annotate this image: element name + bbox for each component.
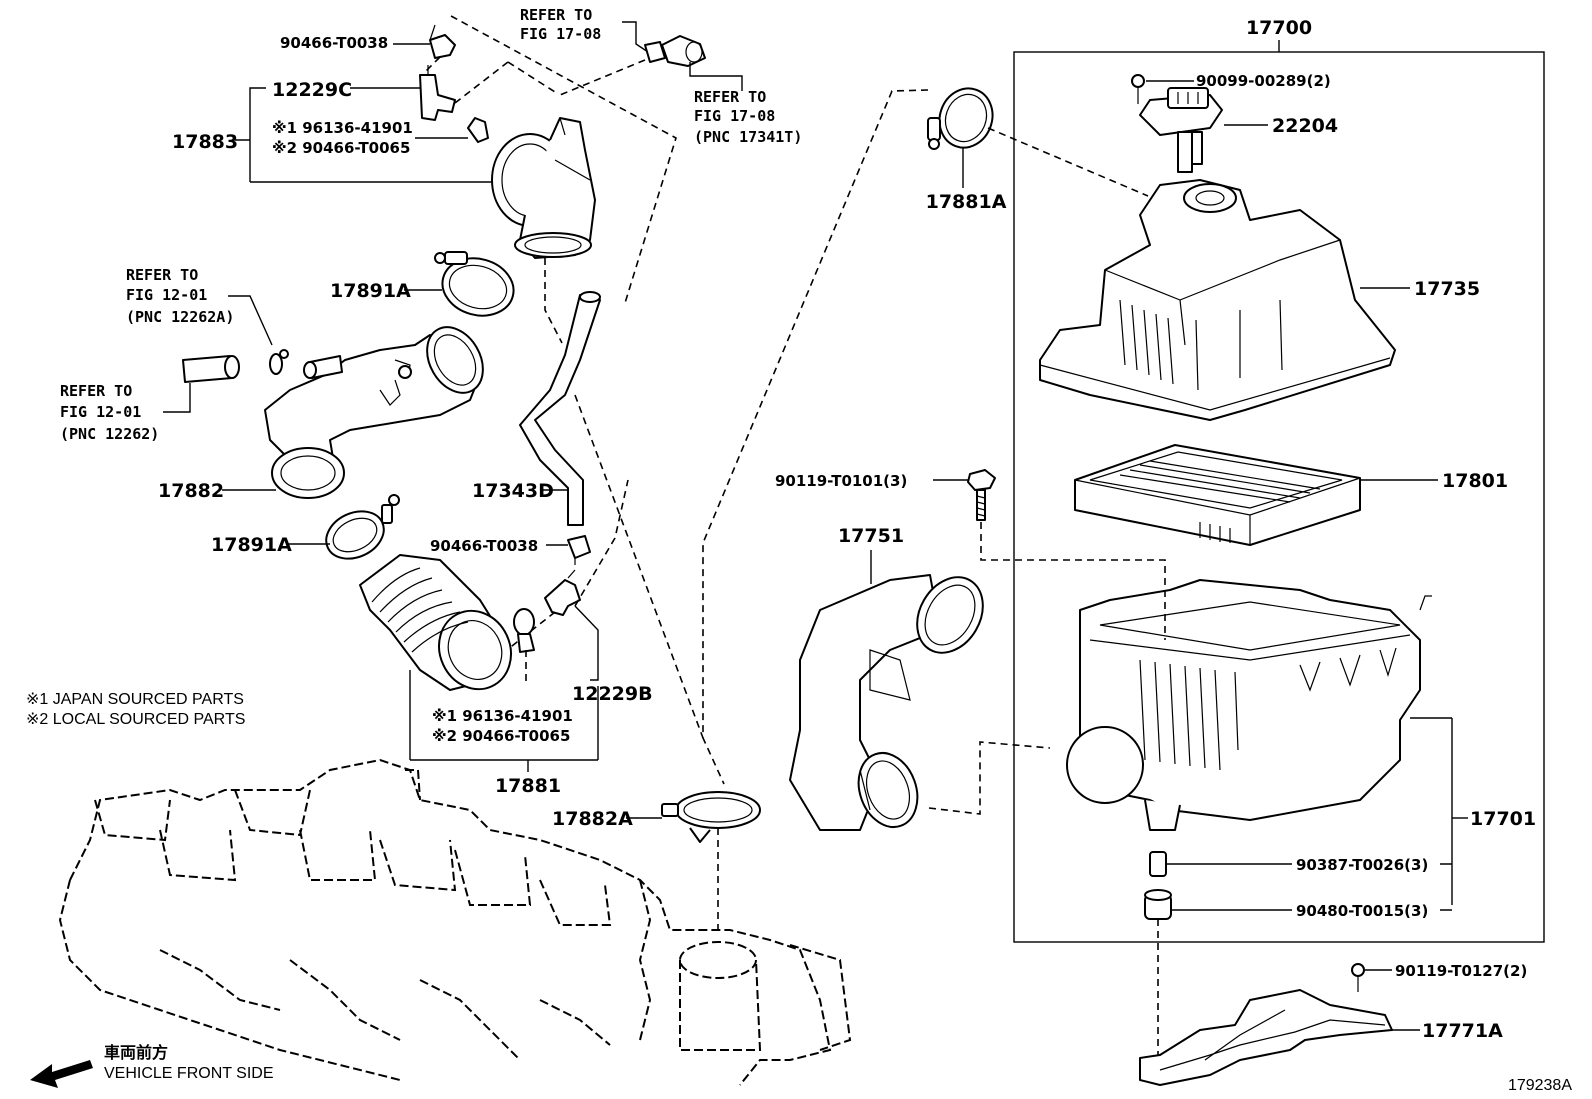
fitting-12229B-icon xyxy=(544,569,581,616)
air-cleaner-case-icon xyxy=(1066,579,1432,831)
label-90466-T0038-mid: 90466-T0038 xyxy=(430,537,538,555)
label-17751: 17751 xyxy=(838,525,904,547)
hose-clamp-17882A-icon xyxy=(661,791,761,843)
label-12229C: 12229C xyxy=(272,79,352,101)
intake-hose-17881-icon xyxy=(359,554,512,691)
label-17882A: 17882A xyxy=(552,808,633,830)
note-japan-sourced: ※1 JAPAN SOURCED PARTS xyxy=(26,691,244,708)
air-intake-connector-17883-icon xyxy=(491,117,596,259)
air-filter-element-icon xyxy=(1074,444,1361,546)
hose-clamp-17881A-icon xyxy=(927,87,994,150)
intake-air-duct-17751-icon xyxy=(789,574,984,831)
label-17891A-top: 17891A xyxy=(330,280,411,302)
clip-90466-T0038-top-icon xyxy=(429,24,456,59)
ref-left-lower-line1: REFER TO xyxy=(60,382,132,400)
ref-left-lower-line2: FIG 12-01 xyxy=(60,403,141,421)
label-90480-T0015: 90480-T0015(3) xyxy=(1296,902,1428,920)
grommet-90480-icon xyxy=(1144,889,1172,920)
label-17882: 17882 xyxy=(158,480,224,502)
note-local-sourced: ※2 LOCAL SOURCED PARTS xyxy=(26,711,245,728)
ventilation-hose-17343D-icon xyxy=(519,291,601,526)
figure-id: 179238A xyxy=(1508,1077,1572,1094)
direction-jp: 車両前方 xyxy=(104,1043,168,1062)
ref-left-upper-line1: REFER TO xyxy=(126,266,198,284)
label-17881A: 17881A xyxy=(926,191,1007,213)
label-90119-T0101: 90119-T0101(3) xyxy=(775,472,907,490)
pipe-12262-end-icon xyxy=(182,355,240,383)
ref-top-right-line3: (PNC 17341T) xyxy=(694,128,802,146)
ref-left-upper-line2: FIG 12-01 xyxy=(126,286,207,304)
hose-17341T-end-icon xyxy=(661,35,706,67)
direction-en: VEHICLE FRONT SIDE xyxy=(104,1065,274,1082)
clip-17881-icon xyxy=(513,608,535,653)
label-90387-T0026: 90387-T0026(3) xyxy=(1296,856,1428,874)
label-17700: 17700 xyxy=(1246,17,1312,39)
ref-left-lower-line3: (PNC 12262) xyxy=(60,425,159,443)
label-22204: 22204 xyxy=(1272,115,1338,137)
engine-block-outline xyxy=(58,758,852,1086)
hose-clamp-17891A-top-icon xyxy=(434,251,515,317)
label-12229B: 12229B xyxy=(572,683,653,705)
bolt-90099-icon xyxy=(1131,74,1145,104)
hose-clamp-17891A-bottom-icon xyxy=(325,494,400,560)
label-96136-41901-bottom: ※1 96136-41901 xyxy=(432,707,573,725)
label-17735: 17735 xyxy=(1414,278,1480,300)
label-90466-T0065-top: ※2 90466-T0065 xyxy=(272,139,410,157)
label-90466-T0065-bottom: ※2 90466-T0065 xyxy=(432,727,570,745)
label-17801: 17801 xyxy=(1442,470,1508,492)
label-17891A-bottom: 17891A xyxy=(211,534,292,556)
clip-top-center-icon xyxy=(644,41,666,63)
bolt-90119-T0127-icon xyxy=(1351,963,1365,992)
clip-17883-icon xyxy=(467,117,489,143)
bracket-17771A-icon xyxy=(1139,989,1393,1086)
ref-top-center-line2: FIG 17-08 xyxy=(520,25,601,43)
intake-hose-17882-icon xyxy=(264,326,484,499)
collar-90387-icon xyxy=(1149,851,1167,877)
ref-top-center-line1: REFER TO xyxy=(520,6,592,24)
ref-top-right-line1: REFER TO xyxy=(694,88,766,106)
clip-left-upper-icon xyxy=(269,349,289,375)
clip-90466-T0038-mid-icon xyxy=(567,535,591,565)
label-17343D: 17343D xyxy=(472,480,554,502)
label-90466-T0038-top: 90466-T0038 xyxy=(280,34,388,52)
label-17883: 17883 xyxy=(172,131,238,153)
label-96136-41901-top: ※1 96136-41901 xyxy=(272,119,413,137)
fitting-12229C-icon xyxy=(419,65,456,121)
label-90119-T0127: 90119-T0127(2) xyxy=(1395,962,1527,980)
air-flow-meter-icon xyxy=(1139,87,1223,173)
label-17701: 17701 xyxy=(1470,808,1536,830)
ref-left-upper-line3: (PNC 12262A) xyxy=(126,308,234,326)
air-cleaner-cap-icon xyxy=(1039,179,1396,421)
bolt-90119-T0101-icon xyxy=(967,469,996,521)
vehicle-front-arrow-icon xyxy=(30,1060,93,1088)
label-17771A: 17771A xyxy=(1422,1020,1503,1042)
label-17881: 17881 xyxy=(495,775,561,797)
ref-top-right-line2: FIG 17-08 xyxy=(694,107,775,125)
label-90099-00289: 90099-00289(2) xyxy=(1196,72,1331,90)
